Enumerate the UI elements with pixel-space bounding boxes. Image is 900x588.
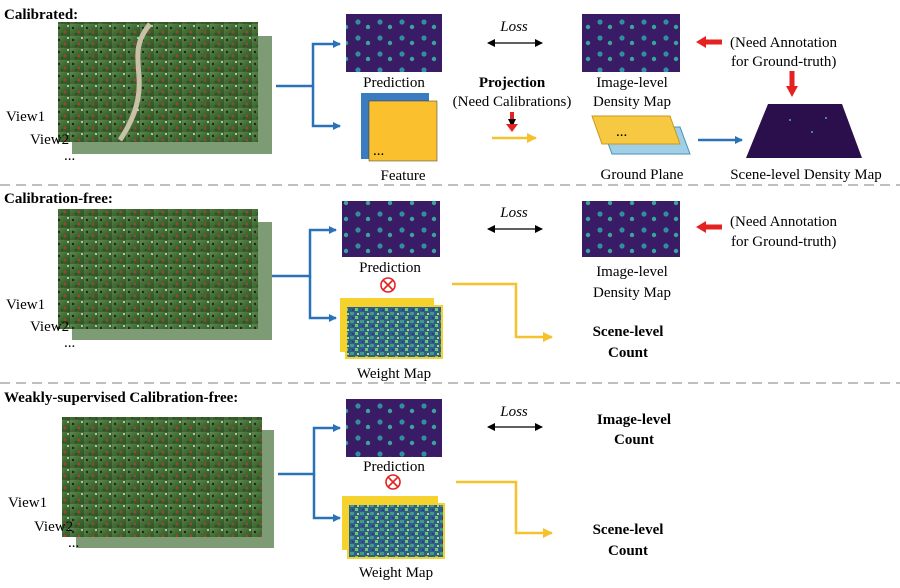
view2-label: View2 bbox=[30, 132, 69, 148]
need-annotation-label: (Need Annotation bbox=[730, 35, 838, 51]
image-level-label: Image-level bbox=[596, 75, 668, 91]
camera-views bbox=[62, 417, 274, 548]
scene-level-density-label: Scene-level Density Map bbox=[730, 167, 882, 183]
loss-label: Loss bbox=[499, 404, 528, 420]
need-calibrations-label: (Need Calibrations) bbox=[453, 94, 572, 110]
multiply-icon bbox=[380, 277, 396, 293]
density-map-label: Density Map bbox=[593, 94, 671, 110]
projection-label: Projection bbox=[479, 75, 546, 91]
prediction-density-map bbox=[346, 14, 442, 72]
image-count-label-2: Count bbox=[614, 432, 654, 448]
scene-count-label-2: Count bbox=[608, 345, 648, 361]
image-level-density-map bbox=[582, 14, 680, 72]
image-level-density-map bbox=[582, 201, 680, 257]
camera-views bbox=[58, 209, 272, 340]
section-title: Calibration-free: bbox=[4, 191, 113, 207]
view1-label: View1 bbox=[6, 297, 45, 313]
scene-count-label-2: Count bbox=[608, 543, 648, 559]
need-annotation-label: (Need Annotation bbox=[730, 214, 838, 230]
scene-count-label: Scene-level bbox=[593, 324, 664, 340]
image-count-label: Image-level bbox=[597, 412, 671, 428]
section-calibration-free: Calibration-free: View1 View2 ... Predic… bbox=[4, 191, 838, 382]
scene-count-label: Scene-level bbox=[593, 522, 664, 538]
section-calibrated: Calibrated: View1 View2 ... Prediction .… bbox=[4, 7, 882, 184]
prediction-density-map bbox=[342, 201, 440, 257]
view-image-front bbox=[62, 417, 262, 537]
prediction-label: Prediction bbox=[363, 75, 425, 91]
view-image-front bbox=[58, 22, 258, 142]
feature-label: Feature bbox=[381, 168, 426, 184]
camera-views bbox=[58, 22, 272, 154]
feature-ellipsis: ... bbox=[373, 143, 384, 159]
multiply-icon bbox=[385, 474, 401, 490]
density-map-label: Density Map bbox=[593, 285, 671, 301]
scene-level-density-map bbox=[746, 104, 862, 158]
weight-map-label: Weight Map bbox=[357, 366, 431, 382]
ground-truth-label: for Ground-truth) bbox=[731, 54, 836, 70]
views-ellipsis: ... bbox=[64, 335, 75, 351]
prediction-label: Prediction bbox=[363, 459, 425, 475]
weight-map-front bbox=[345, 305, 443, 359]
view-image-front bbox=[58, 209, 258, 329]
ground-truth-label: for Ground-truth) bbox=[731, 234, 836, 250]
section-title: Weakly-supervised Calibration-free: bbox=[4, 390, 238, 406]
view1-label: View1 bbox=[6, 109, 45, 125]
feature-map-front bbox=[368, 100, 438, 162]
views-ellipsis: ... bbox=[64, 148, 75, 164]
loss-label: Loss bbox=[499, 205, 528, 221]
ground-ellipsis: ... bbox=[616, 124, 627, 140]
view1-label: View1 bbox=[8, 495, 47, 511]
ground-plane-front bbox=[591, 115, 681, 145]
section-title: Calibrated: bbox=[4, 7, 78, 23]
prediction-label: Prediction bbox=[359, 260, 421, 276]
prediction-density-map bbox=[346, 399, 442, 457]
ground-plane-label: Ground Plane bbox=[601, 167, 684, 183]
image-level-label: Image-level bbox=[596, 264, 668, 280]
views-ellipsis: ... bbox=[68, 535, 79, 551]
weight-map-front bbox=[347, 503, 445, 559]
weight-map-label: Weight Map bbox=[359, 565, 433, 581]
section-weakly-supervised: Weakly-supervised Calibration-free: View… bbox=[4, 390, 671, 581]
loss-label: Loss bbox=[499, 19, 528, 35]
view2-label: View2 bbox=[34, 519, 73, 535]
view2-label: View2 bbox=[30, 319, 69, 335]
